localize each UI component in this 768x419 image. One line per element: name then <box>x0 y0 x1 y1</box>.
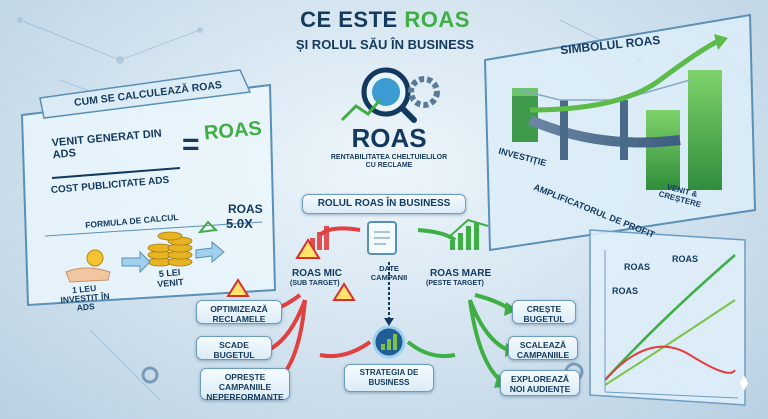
chart-label-low: ROAS <box>612 286 639 296</box>
high-roas-title: ROAS MARE <box>430 268 492 279</box>
action-new-audiences: EXPLOREAZĂ NOI AUDIENȚE <box>500 370 580 396</box>
action-optimize: OPTIMIZEAZĂ RECLAMELE <box>196 300 282 324</box>
action-increase-budget: CREȘTE BUGETUL <box>512 300 576 324</box>
role-banner: ROLUL ROAS ÎN BUSINESS <box>302 194 466 214</box>
title-line1-a: CE ESTE <box>300 7 398 32</box>
center-logo-title: ROAS <box>351 123 427 153</box>
roas-value: 5.0X <box>226 216 253 231</box>
high-roas-sub: (PESTE TARGET) <box>426 280 484 287</box>
chart-label-mid: ROAS <box>624 262 651 272</box>
equals-sign: = <box>182 128 200 161</box>
page-title: CE ESTE ROAS ȘI ROLUL SĂU ÎN BUSINESS <box>270 8 500 53</box>
roas-value-label: ROAS <box>228 202 263 216</box>
title-line2: ȘI ROLUL SĂU ÎN BUSINESS <box>295 37 475 52</box>
chart-label-top: ROAS <box>672 254 699 264</box>
invest-label: 1 LEU INVESTIT ÎN ADS <box>60 283 110 313</box>
center-data-label: DATE CAMPANII <box>370 264 408 282</box>
low-roas-title: ROAS MIC <box>292 268 342 279</box>
strategy-box: STRATEGIA DE BUSINESS <box>344 364 434 392</box>
action-scale-campaigns: SCALEAZĂ CAMPANIILE <box>508 336 578 360</box>
revenue-label: 5 LEI VENIT <box>156 267 185 290</box>
title-line1-b: ROAS <box>404 7 470 32</box>
center-logo-subtitle: RENTABILITATEA CHELTUIELILOR CU RECLAME <box>330 154 448 169</box>
low-roas-sub: (SUB TARGET) <box>290 280 340 287</box>
action-reduce-budget: SCADE BUGETUL <box>196 336 272 360</box>
action-stop-campaigns: OPREȘTE CAMPANIILE NEPERFORMANTE <box>200 368 290 402</box>
